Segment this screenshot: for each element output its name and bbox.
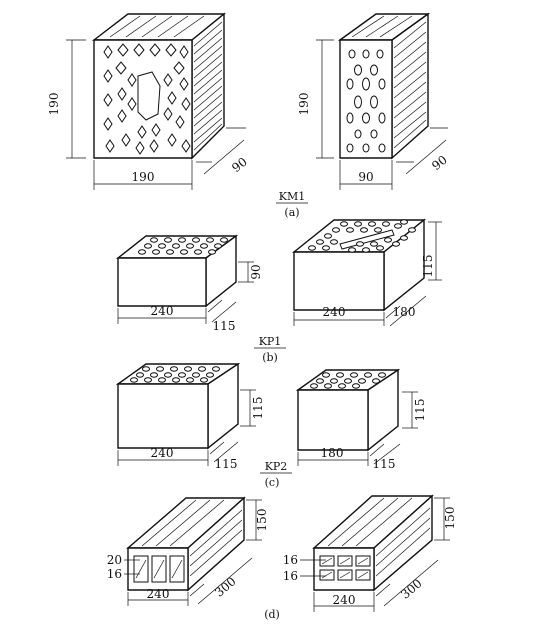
- d-right-width-label: 240: [333, 593, 356, 607]
- a-left-depth-label: 90: [229, 155, 250, 175]
- c-left-height-label: 115: [251, 397, 265, 420]
- km1-brick-right: [316, 12, 448, 190]
- kp1-brick-right: [292, 218, 442, 327]
- hollow-block-left: [124, 496, 262, 606]
- kp1-label: KP1: [259, 335, 282, 348]
- d-left-depth-label: 300: [212, 574, 239, 599]
- d-right-depth-label: 300: [398, 576, 425, 601]
- b-left-depth-label: 115: [213, 319, 236, 333]
- b-right-length-label: 240: [323, 305, 346, 319]
- caption-a: (a): [284, 206, 299, 219]
- caption-d: (d): [264, 608, 280, 621]
- d-left-rib-label: 20: [107, 553, 122, 567]
- a-right-depth-label: 90: [429, 153, 450, 173]
- d-right-cell-label: 16: [283, 569, 298, 583]
- a-left-height-label: 190: [47, 93, 61, 116]
- caption-b: (b): [262, 351, 278, 364]
- c-right-length-label: 180: [321, 446, 344, 460]
- a-right-width-label: 90: [358, 170, 373, 184]
- c-right-height-label: 115: [413, 399, 427, 422]
- kp2-label: KP2: [265, 460, 288, 473]
- d-right-height-label: 150: [443, 507, 457, 530]
- b-left-length-label: 240: [151, 304, 174, 318]
- c-left-depth-label: 115: [215, 457, 238, 471]
- d-left-width-label: 240: [147, 587, 170, 601]
- c-right-depth-label: 115: [373, 457, 396, 471]
- d-left-cell-label: 16: [107, 567, 122, 581]
- kp1-brick-left: [115, 234, 254, 324]
- c-left-length-label: 240: [151, 446, 174, 460]
- hollow-block-right: [300, 494, 450, 612]
- kp2-brick-right: [295, 368, 418, 466]
- b-left-height-label: 90: [249, 264, 263, 279]
- a-left-width-label: 190: [132, 170, 155, 184]
- d-left-height-label: 150: [255, 509, 269, 532]
- b-right-height-label: 115: [421, 255, 435, 278]
- kp2-brick-left: [115, 362, 256, 466]
- b-right-depth-label: 180: [393, 305, 416, 319]
- a-right-height-label: 190: [297, 93, 311, 116]
- km1-brick-left: [66, 12, 246, 190]
- caption-c: (c): [265, 476, 280, 489]
- d-right-rib-label: 16: [283, 553, 298, 567]
- km1-label: KM1: [279, 190, 305, 203]
